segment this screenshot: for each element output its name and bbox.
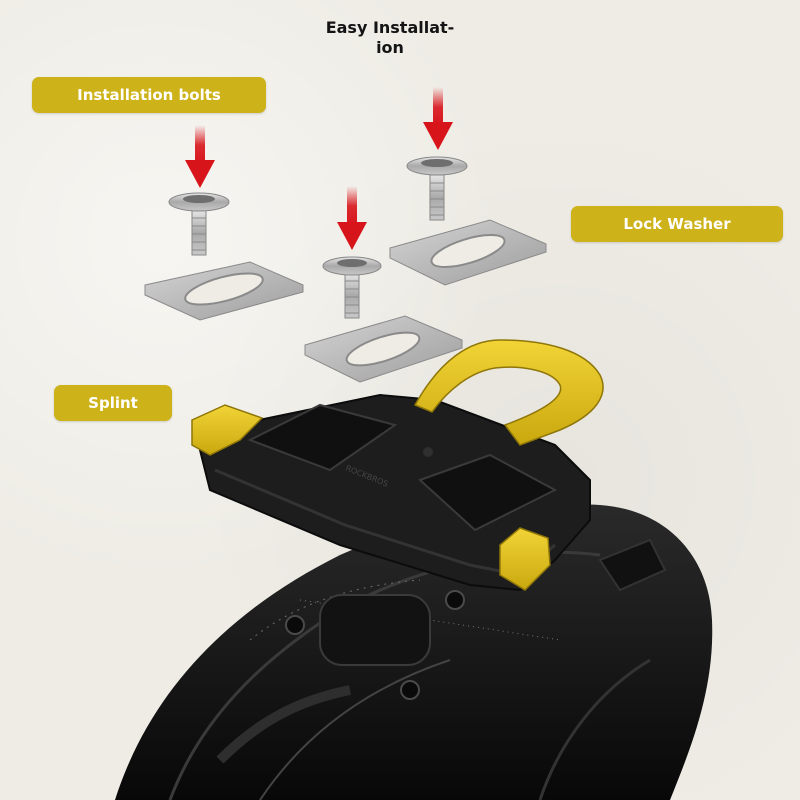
lock-washer-left [144,261,304,321]
splint-label-text: Splint [88,394,138,412]
page-title: Easy Installat- ion [300,18,480,58]
installation-bolt-left [168,192,230,256]
lock-washer-middle [304,315,463,383]
arrow-down-icon [185,125,215,188]
cleat-front-guard [413,339,604,446]
installation-bolt-middle [322,256,382,319]
installation-bolts-label-text: Installation bolts [77,86,221,104]
installation-bolt-right [406,156,468,221]
splint-label: Splint [54,385,172,421]
installation-bolts-label: Installation bolts [32,77,266,113]
title-line-1: Easy Installat- [325,18,455,37]
title-line-2: ion [376,38,404,57]
splint-left-pad [191,404,264,456]
shoe-sole [115,504,713,800]
lock-washer-right [389,219,547,286]
lock-washer-label-text: Lock Washer [623,215,731,233]
arrow-down-icon [337,186,367,250]
splint-right-pad [499,527,551,591]
arrow-down-icon [423,87,453,150]
lock-washer-label: Lock Washer [571,206,783,242]
